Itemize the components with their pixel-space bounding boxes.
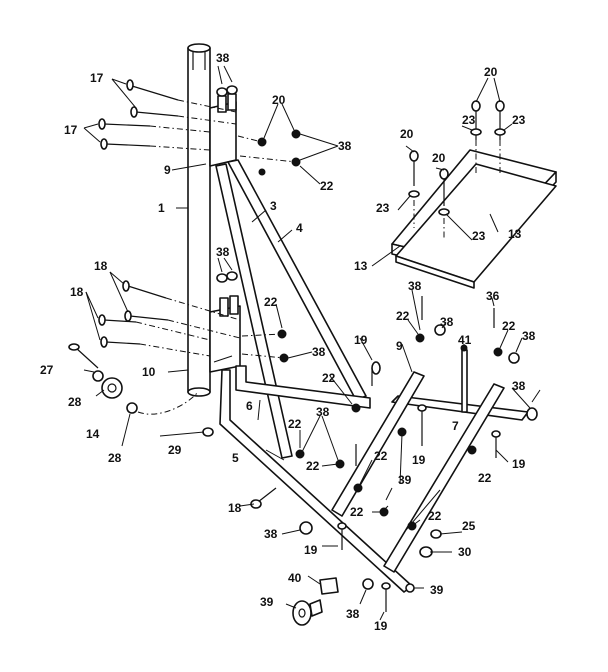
callout-18: 18	[70, 285, 84, 299]
callout-22: 22	[428, 509, 442, 523]
callout-38: 38	[216, 51, 230, 65]
callout-22: 22	[374, 449, 388, 463]
callout-28: 28	[68, 395, 82, 409]
callout-40: 39	[260, 595, 274, 609]
callout-17: 17	[64, 123, 78, 137]
leader-lines	[83, 65, 541, 621]
foot-rail-9	[331, 371, 425, 517]
callout-22: 22	[396, 309, 410, 323]
callout-3: 3	[270, 199, 277, 213]
callout-22: 22	[350, 505, 364, 519]
callout-22: 22	[264, 295, 278, 309]
callout-41: 40	[288, 571, 302, 585]
callout-13: 13	[354, 259, 368, 273]
crossbar-8	[391, 395, 529, 421]
callout-25: 25	[462, 519, 476, 533]
callout-22: 20	[272, 93, 286, 107]
callout-13: 13	[508, 227, 522, 241]
brace-3	[215, 163, 293, 459]
callout-27: 27	[40, 363, 54, 377]
callout-36: 38	[264, 527, 278, 541]
callout-38: 38	[216, 245, 230, 259]
callout-19: 19	[374, 619, 388, 633]
callout-22: 22	[306, 459, 320, 473]
seat-boards	[391, 149, 557, 289]
callout-19: 19	[354, 333, 368, 347]
callout-22: 22	[320, 179, 334, 193]
callout-20: 20	[432, 151, 446, 165]
assembly-lines	[135, 99, 501, 415]
callout-23: 23	[472, 229, 486, 243]
upright-post	[187, 43, 211, 397]
callout-20: 20	[400, 127, 414, 141]
callout-labels: 38 17 17 20 38 9 22 1 3 4 38 18 18 22 38…	[40, 51, 536, 633]
callout-23: 23	[512, 113, 526, 127]
callout-38: 38	[512, 379, 526, 393]
upper-bracket	[209, 93, 237, 167]
callout-36: 38	[408, 279, 422, 293]
callout-19: 19	[412, 453, 426, 467]
callout-36: 36	[486, 289, 500, 303]
caster-40	[292, 599, 323, 626]
callout-5: 5	[232, 451, 239, 465]
callout-39: 38	[440, 315, 454, 329]
callout-36: 38	[522, 329, 536, 343]
callout-22: 22	[478, 471, 492, 485]
callout-9: 9	[164, 163, 171, 177]
callout-10: 10	[142, 365, 156, 379]
callout-1: 1	[158, 201, 165, 215]
callout-23: 23	[462, 113, 476, 127]
callout-28: 28	[108, 451, 122, 465]
callout-4: 4	[296, 221, 303, 235]
callout-9: 9	[396, 339, 403, 353]
callout-22: 22	[322, 371, 336, 385]
callout-23: 23	[376, 201, 390, 215]
callout-19: 19	[304, 543, 318, 557]
callout-20: 20	[484, 65, 498, 79]
callout-19: 19	[512, 457, 526, 471]
callout-43: 41	[458, 333, 472, 347]
callout-38: 38	[312, 345, 326, 359]
callout-7: 7	[452, 419, 459, 433]
callout-17: 17	[90, 71, 104, 85]
bolts	[68, 79, 538, 612]
brace-4	[227, 159, 367, 401]
callout-38: 38	[338, 139, 352, 153]
callout-22: 22	[288, 417, 302, 431]
callout-38: 39	[398, 473, 412, 487]
callout-29: 29	[168, 443, 182, 457]
callout-18: 18	[228, 501, 242, 515]
rail-6	[235, 365, 371, 409]
callout-38: 39	[430, 583, 444, 597]
callout-22: 22	[502, 319, 516, 333]
wheel-14	[101, 377, 123, 399]
callout-39: 38	[346, 607, 360, 621]
callout-38: 38	[316, 405, 330, 419]
callout-14: 14	[86, 427, 100, 441]
callout-6: 6	[246, 399, 253, 413]
callout-18: 18	[94, 259, 108, 273]
callout-30: 30	[458, 545, 472, 559]
rod-43	[461, 349, 468, 413]
